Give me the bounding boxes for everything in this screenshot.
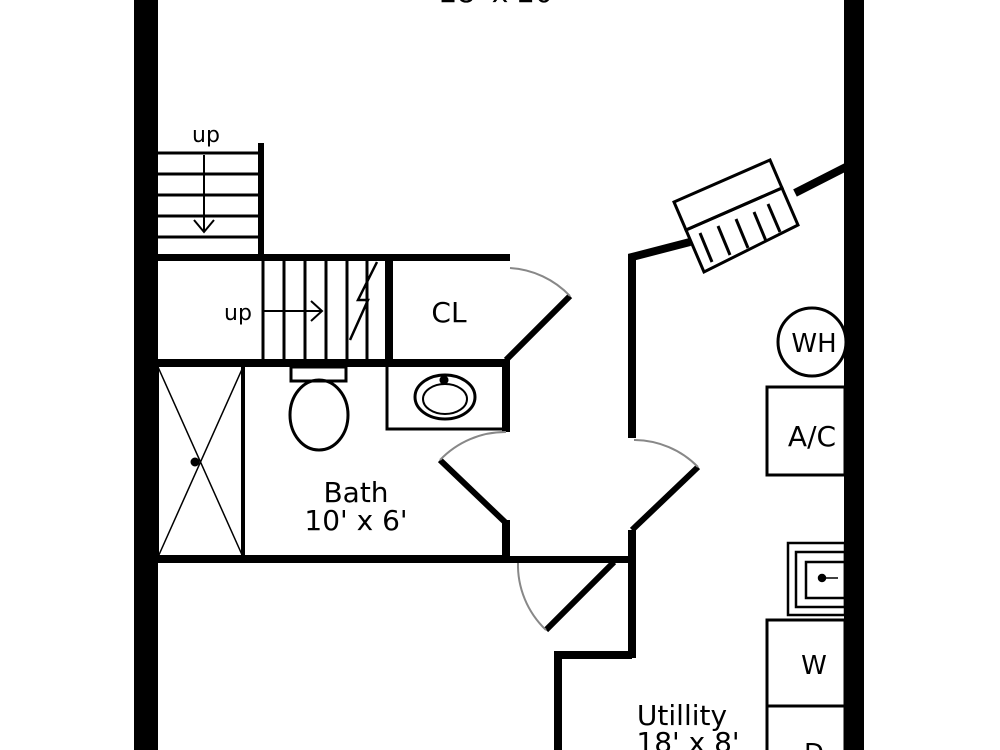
top-room-dimensions: 28' x 20': [439, 0, 560, 9]
bath-vanity-sink: [385, 367, 503, 431]
dryer-label: D: [804, 739, 824, 750]
exterior-wall-left: [134, 0, 158, 750]
wall-bath-right: [502, 359, 510, 432]
utility-walls: [554, 163, 848, 750]
wall-bath-top: [158, 359, 510, 367]
bath-door[interactable]: [437, 430, 511, 528]
shower: [157, 366, 245, 558]
wall-hall-bottom: [508, 556, 632, 563]
wall-closet-left: [385, 258, 393, 364]
window-vent: [672, 158, 800, 275]
bath-dimensions-label: 10' x 6': [304, 504, 407, 537]
dryer: [765, 704, 847, 750]
water-heater-label: WH: [791, 329, 836, 359]
utility-dimensions-label: 18' x 8': [636, 726, 739, 750]
water-heater: [776, 306, 848, 378]
utility-door[interactable]: [629, 439, 701, 533]
lower-stair: [261, 261, 379, 360]
toilet: [288, 365, 350, 452]
hall-door[interactable]: [516, 559, 617, 633]
closet-label: CL: [431, 296, 467, 329]
utility-name-label: Utillity: [637, 699, 727, 732]
wall-bath-right-lower: [502, 520, 510, 562]
stair-lower-up-label: up: [224, 301, 252, 326]
exterior-wall-right: [844, 0, 864, 750]
washer-label: W: [801, 651, 827, 681]
bath-name-label: Bath: [323, 476, 388, 509]
upper-stair: [158, 143, 264, 258]
ac-label: A/C: [788, 420, 836, 453]
ac-unit: [765, 385, 847, 477]
closet-door[interactable]: [503, 267, 573, 363]
wall-stair-top: [158, 254, 510, 261]
wall-bath-bottom: [158, 555, 508, 563]
utility-sink: [786, 541, 847, 617]
stair-upper-up-label: up: [192, 123, 220, 148]
